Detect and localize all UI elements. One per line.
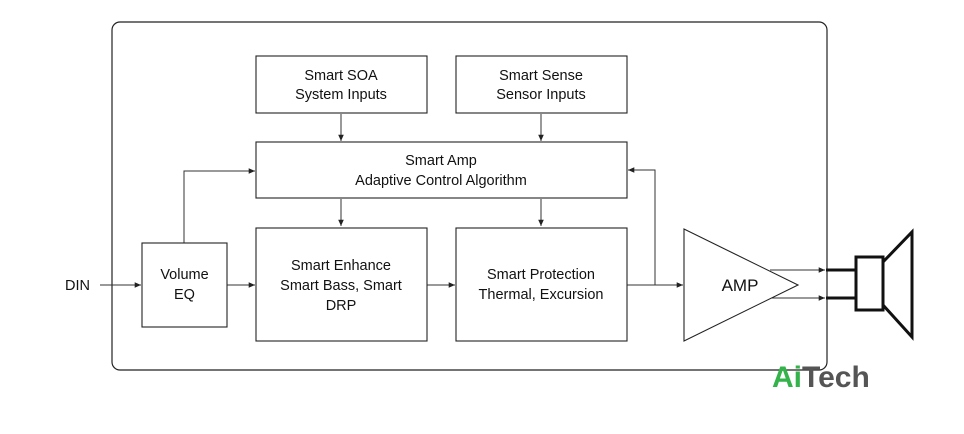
protection-line-1: Smart Protection <box>487 267 595 283</box>
enhance-line-2: Smart Bass, Smart <box>280 278 402 294</box>
block-smart-protection: Smart Protection Thermal, Excursion <box>455 227 628 342</box>
block-smart-soa: Smart SOA System Inputs <box>255 55 428 114</box>
aitech-logo: AiTech <box>772 361 870 394</box>
amp-ctrl-line-2: Adaptive Control Algorithm <box>355 173 527 189</box>
soa-line-2: System Inputs <box>295 87 387 103</box>
logo-tech: Tech <box>802 361 870 394</box>
block-smart-amp: Smart Amp Adaptive Control Algorithm <box>255 141 628 199</box>
volume-feedback-arrow <box>183 168 255 243</box>
connections <box>100 114 825 301</box>
protection-feedback-arrow <box>628 167 656 285</box>
protection-line-2: Thermal, Excursion <box>479 287 604 303</box>
volume-line-1: Volume <box>160 267 208 283</box>
logo-ai: Ai <box>772 361 802 394</box>
enhance-line-3: DRP <box>326 298 357 314</box>
soa-line-1: Smart SOA <box>304 68 378 84</box>
amp-label: AMP <box>722 276 759 295</box>
volume-line-2: EQ <box>174 287 195 303</box>
block-smart-sense: Smart Sense Sensor Inputs <box>455 55 628 114</box>
amp-triangle: AMP <box>683 228 800 342</box>
sense-line-1: Smart Sense <box>499 68 583 84</box>
block-volume-eq: Volume EQ <box>141 242 228 328</box>
chip-boundary <box>111 21 828 371</box>
svg-text:AiTech: AiTech <box>772 361 870 394</box>
amp-ctrl-line-1: Smart Amp <box>405 153 477 169</box>
speaker-icon <box>826 228 914 341</box>
enhance-line-1: Smart Enhance <box>291 258 391 274</box>
block-smart-enhance: Smart Enhance Smart Bass, Smart DRP <box>255 227 428 342</box>
din-label: DIN <box>65 278 90 294</box>
sense-line-2: Sensor Inputs <box>496 87 585 103</box>
